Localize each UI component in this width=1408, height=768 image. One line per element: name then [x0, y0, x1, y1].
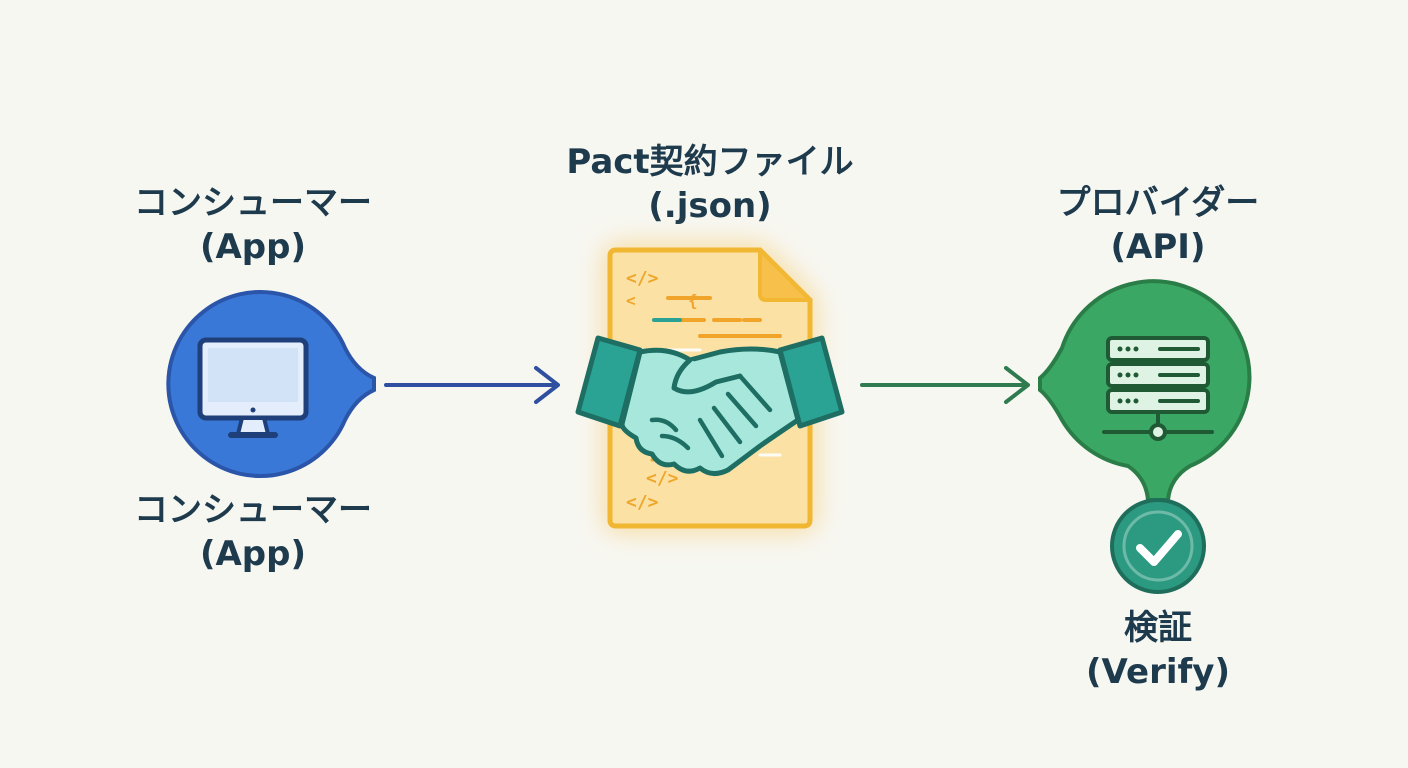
verify-badge	[1110, 498, 1206, 594]
verify-label-line2: (Verify)	[1086, 652, 1230, 692]
code-tag-3: </>	[626, 492, 659, 513]
consumer-caption-line1: コンシューマー	[134, 490, 372, 530]
provider-node	[1038, 279, 1252, 502]
consumer-caption-line2: (App)	[199, 534, 307, 574]
contract-title-line2: (.json)	[648, 186, 772, 226]
consumer-title-line2: (App)	[199, 227, 307, 267]
provider-title-line1: プロバイダー	[1056, 183, 1260, 223]
checkmark-icon	[1136, 530, 1182, 566]
handshake-icon	[575, 335, 845, 476]
contract-title-line1: Pact契約ファイル	[566, 142, 854, 182]
consumer-caption: コンシューマー (App)	[103, 488, 403, 576]
verify-label: 検証 (Verify)	[1058, 606, 1258, 694]
arrow-contract-to-provider	[860, 366, 1030, 404]
provider-title-line2: (API)	[1110, 227, 1206, 267]
code-tag-1: </>	[626, 268, 659, 289]
arrow-consumer-to-contract	[384, 366, 560, 404]
verify-label-line1: 検証	[1124, 608, 1192, 648]
desktop-monitor-icon	[197, 337, 309, 438]
consumer-title-line1: コンシューマー	[134, 183, 372, 223]
consumer-title: コンシューマー (App)	[103, 181, 403, 269]
code-tag-2: </>	[646, 468, 679, 489]
consumer-node	[166, 290, 376, 478]
svg-text:{: {	[688, 291, 698, 310]
server-stack-icon	[1102, 336, 1214, 441]
svg-text:<: <	[626, 291, 636, 310]
provider-title: プロバイダー (API)	[1008, 181, 1308, 269]
contract-title: Pact契約ファイル (.json)	[520, 140, 900, 228]
